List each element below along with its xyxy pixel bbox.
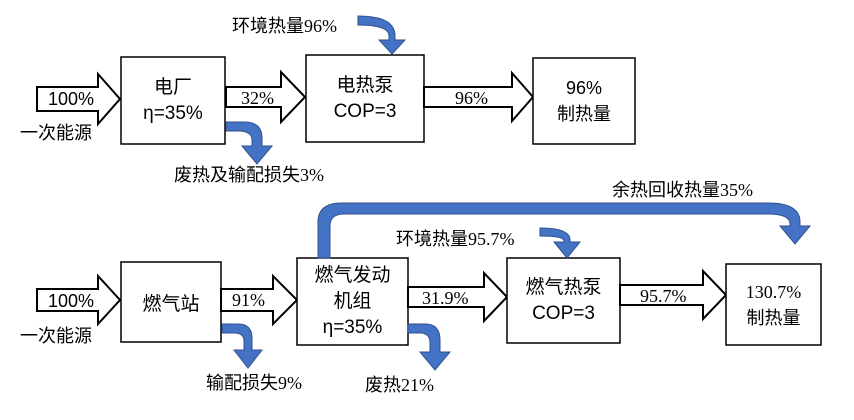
electric-heat-pump-cop: COP=3 bbox=[333, 100, 397, 122]
bottom-heat-label: 95.7% bbox=[640, 286, 687, 306]
bottom-gas-label: 91% bbox=[232, 290, 265, 310]
recovery-heat-label: 余热回收热量35% bbox=[612, 180, 753, 200]
bottom-input-arrow bbox=[36, 273, 122, 327]
power-plant-efficiency: η=35% bbox=[143, 102, 203, 124]
top-input-label: 一次能源 bbox=[20, 123, 92, 143]
gas-station-box bbox=[120, 261, 222, 343]
top-ambient-heat-arrow bbox=[357, 15, 407, 55]
gas-engine-efficiency: η=35% bbox=[322, 316, 383, 338]
transport-loss-label: 输配损失9% bbox=[206, 373, 302, 393]
bottom-output-label: 制热量 bbox=[746, 307, 801, 328]
bottom-output-box bbox=[725, 263, 822, 346]
top-ambient-heat-label: 环境热量96% bbox=[232, 16, 337, 36]
bottom-input-value: 100% bbox=[48, 291, 95, 311]
gas-engine-box bbox=[296, 257, 409, 346]
top-output-text: 96% 制热量 bbox=[533, 58, 635, 144]
gas-engine-line2: 机组 bbox=[333, 290, 372, 312]
bottom-output-text: 130.7% 制热量 bbox=[726, 264, 821, 345]
power-plant-name: 电厂 bbox=[153, 76, 192, 98]
gas-station-name: 燃气站 bbox=[142, 293, 200, 315]
top-heat-arrow bbox=[423, 70, 535, 124]
power-plant-text: 电厂 η=35% bbox=[121, 57, 225, 144]
gas-engine-line1: 燃气发动 bbox=[314, 264, 391, 286]
bottom-input-label: 一次能源 bbox=[20, 326, 92, 346]
gas-heat-pump-cop: COP=3 bbox=[532, 302, 595, 324]
bottom-gas-arrow bbox=[220, 273, 299, 327]
top-output-value: 96% bbox=[565, 78, 603, 98]
gas-engine-text: 燃气发动 机组 η=35% bbox=[297, 258, 408, 345]
bottom-power-arrow bbox=[407, 270, 509, 324]
gas-heat-pump-text: 燃气热泵 COP=3 bbox=[507, 258, 620, 343]
electric-heat-pump-name: 电热泵 bbox=[336, 74, 394, 96]
top-output-label: 制热量 bbox=[557, 104, 611, 124]
bottom-ambient-heat-label: 环境热量95.7% bbox=[396, 229, 515, 249]
recovery-heat-arrow bbox=[317, 202, 812, 259]
top-loss-arrow bbox=[225, 121, 274, 165]
top-loss-label: 废热及输配损失3% bbox=[174, 165, 324, 185]
top-input-value: 100% bbox=[48, 89, 95, 109]
bottom-heat-arrow bbox=[619, 268, 728, 322]
bottom-waste-label: 废热21% bbox=[365, 375, 434, 395]
top-output-box bbox=[532, 57, 636, 145]
bottom-ambient-heat-arrow bbox=[539, 227, 582, 259]
electric-heat-pump-text: 电热泵 COP=3 bbox=[306, 55, 424, 142]
top-heat-label: 96% bbox=[455, 88, 488, 108]
bottom-output-value: 130.7% bbox=[745, 281, 802, 302]
top-input-arrow bbox=[36, 71, 122, 127]
bottom-power-label: 31.9% bbox=[422, 288, 469, 308]
gas-station-text: 燃气站 bbox=[121, 262, 221, 342]
transport-loss-arrow bbox=[221, 323, 264, 369]
power-plant-box bbox=[120, 56, 226, 145]
top-electricity-label: 32% bbox=[241, 88, 274, 108]
top-electricity-arrow bbox=[225, 69, 307, 125]
gas-heat-pump-name: 燃气热泵 bbox=[525, 276, 602, 298]
electric-heat-pump-box bbox=[305, 54, 425, 143]
bottom-waste-arrow bbox=[407, 323, 452, 371]
